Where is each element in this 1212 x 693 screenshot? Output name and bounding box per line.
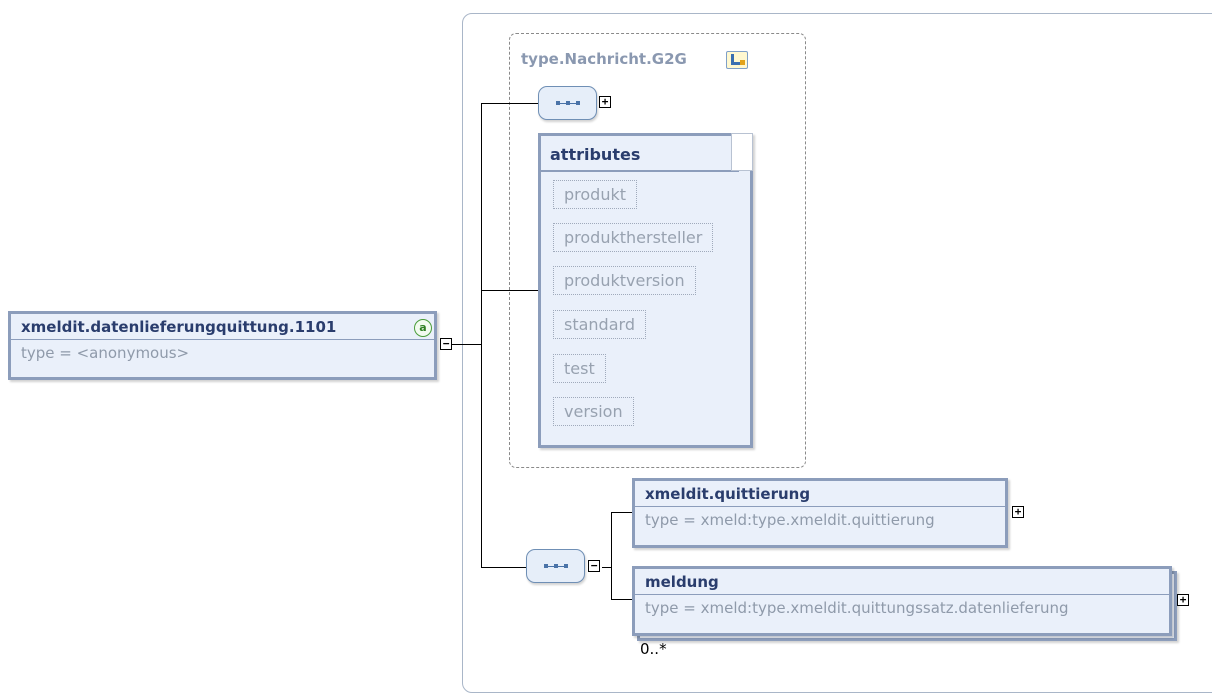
attribute-item[interactable]: test [553, 354, 606, 383]
collapse-toggle-root[interactable]: − [440, 338, 452, 350]
expand-toggle-sequence[interactable]: + [599, 96, 611, 108]
type-group-title[interactable]: type.Nachricht.G2G [521, 50, 687, 68]
child-element-type: type = xmeld:type.xmeldit.quittungssatz.… [645, 599, 1069, 617]
sequence-compositor-icon[interactable] [526, 549, 585, 583]
attributes-header: attributes [541, 136, 739, 172]
child-element-meldung[interactable]: meldung type = xmeld:type.xmeldit.quittu… [632, 566, 1172, 636]
expand-toggle-quittierung[interactable]: + [1012, 506, 1024, 518]
attribute-item[interactable]: version [553, 397, 634, 426]
child-element-type: type = xmeld:type.xmeldit.quittierung [645, 511, 935, 529]
panel-corner [731, 133, 753, 171]
root-element-type: type = <anonymous> [21, 344, 190, 362]
expand-toggle-meldung[interactable]: + [1177, 594, 1189, 606]
connector-line [611, 512, 613, 600]
type-reference-icon[interactable] [726, 51, 748, 69]
attribute-item[interactable]: produktversion [553, 266, 696, 295]
connector-line [481, 567, 526, 569]
child-element-name: meldung [635, 569, 1169, 595]
sequence-compositor-icon[interactable] [538, 86, 597, 120]
occurrence-label: 0..* [640, 640, 667, 658]
child-element-name: xmeldit.quittierung [635, 481, 1005, 507]
attribute-item[interactable]: produkthersteller [553, 223, 714, 252]
attribute-badge-icon: a [414, 319, 432, 337]
root-element-name: xmeldit.datenlieferungquittung.1101 [11, 314, 434, 340]
root-element-box[interactable]: xmeldit.datenlieferungquittung.1101 type… [8, 311, 437, 380]
connector-line [602, 567, 612, 569]
attribute-item[interactable]: standard [553, 310, 646, 339]
connector-line [611, 512, 632, 514]
child-element-quittierung[interactable]: xmeldit.quittierung type = xmeld:type.xm… [632, 478, 1008, 548]
connector-line [481, 103, 483, 568]
connector-line [481, 290, 538, 292]
collapse-toggle-sequence[interactable]: − [588, 560, 600, 572]
connector-line [481, 103, 538, 105]
attribute-item[interactable]: produkt [553, 180, 638, 209]
type-group-box [509, 33, 806, 468]
attributes-panel: attributes produkt produkthersteller pro… [538, 133, 753, 448]
connector-line [611, 599, 632, 601]
connector-line [452, 344, 482, 346]
